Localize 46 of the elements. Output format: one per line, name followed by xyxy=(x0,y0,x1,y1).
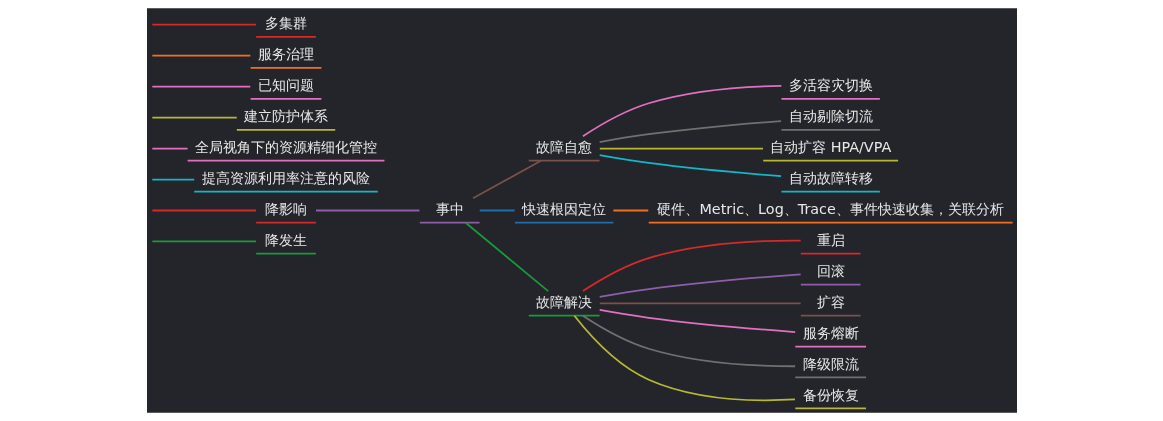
connector xyxy=(598,120,782,143)
node-text: 服务治理 xyxy=(257,46,314,63)
node-text: 全局视角下的资源精细化管控 xyxy=(194,139,377,156)
connector xyxy=(598,273,802,298)
connector xyxy=(471,159,542,200)
connector xyxy=(598,154,782,177)
connector xyxy=(598,147,764,150)
node-text: 多活容灾切换 xyxy=(788,77,873,94)
node-text: 自动扩容 HPA/VPA xyxy=(769,139,891,156)
node-text: 故障自愈 xyxy=(535,139,592,156)
node-text: 回滚 xyxy=(816,263,845,280)
connector xyxy=(612,209,649,212)
connector xyxy=(150,209,257,212)
node-text: 降级限流 xyxy=(802,356,859,373)
connector xyxy=(581,314,796,368)
node-text: 扩容 xyxy=(816,294,845,311)
node-text: 事中 xyxy=(435,201,464,218)
connector xyxy=(581,84,782,138)
connector xyxy=(598,309,796,333)
node-text: 降发生 xyxy=(264,232,307,249)
node-text: 故障解决 xyxy=(535,294,592,311)
connector xyxy=(150,240,257,243)
connector xyxy=(598,302,802,305)
connector xyxy=(150,147,188,150)
node-text: 重启 xyxy=(816,232,845,249)
connector xyxy=(573,314,796,402)
connector xyxy=(581,239,802,292)
connector xyxy=(478,209,516,212)
node-text: 自动剔除切流 xyxy=(788,108,873,125)
node-text: 自动故障转移 xyxy=(788,170,873,187)
node-text: 降影响 xyxy=(264,201,307,218)
node-text: 硬件、Metric、Log、Trace、事件快速收集，关联分析 xyxy=(656,201,1004,218)
node-text: 提高资源利用率注意的风险 xyxy=(201,170,370,187)
connector xyxy=(150,85,251,88)
node-text: 备份恢复 xyxy=(802,387,859,404)
connector xyxy=(464,222,549,292)
connector xyxy=(150,116,238,119)
connector xyxy=(150,54,251,57)
connector xyxy=(150,23,257,26)
connector xyxy=(314,209,420,212)
connector xyxy=(150,178,195,181)
node-text: 已知问题 xyxy=(257,77,314,94)
node-text: 快速根因定位 xyxy=(521,201,606,218)
node-text: 建立防护体系 xyxy=(243,108,328,125)
node-text: 服务熔断 xyxy=(802,325,859,342)
node-text: 多集群 xyxy=(264,15,307,32)
